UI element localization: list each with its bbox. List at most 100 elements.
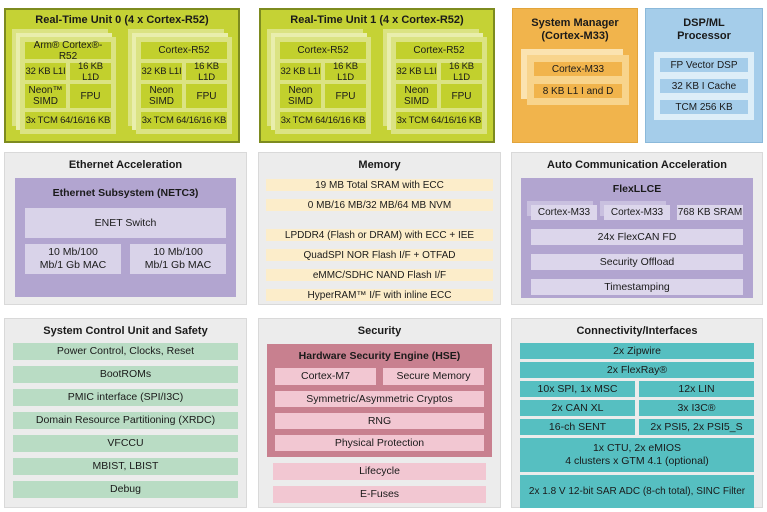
rng-block: RNG xyxy=(275,413,484,429)
section-system-control-unit-and-safety: System Control Unit and Safety Power Con… xyxy=(4,318,247,508)
can-xl-block: 2x CAN XL xyxy=(520,400,635,416)
cpu-cluster: Cortex-R52 32 KB L1I 16 KB L1D Neon SIMD… xyxy=(267,29,371,134)
tcm-block: 3x TCM 64/16/16 KB xyxy=(280,112,366,129)
dsp-panel: FP Vector DSP 32 KB I Cache TCM 256 KB xyxy=(654,52,754,120)
scu-row: Power Control, Clocks, Reset xyxy=(13,343,238,360)
subsystem-title: Ethernet Subsystem (NETC3) xyxy=(52,187,199,199)
ctu-line2: 4 clusters x GTM 4.1 (optional) xyxy=(565,455,709,467)
sent-block: 16-ch SENT xyxy=(520,419,635,435)
cpu-cluster-panel: Cortex-R52 32 KB L1I 16 KB L1D Neon SIMD… xyxy=(136,37,232,134)
fpu-block: FPU xyxy=(70,84,111,108)
neon-simd-block: Neon™ SIMD xyxy=(25,84,66,108)
zipwire-block: 2x Zipwire xyxy=(520,343,754,359)
flexllce-block: FlexLLCE Cortex-M33 Cortex-M33 768 KB SR… xyxy=(521,178,753,298)
security-offload-block: Security Offload xyxy=(531,254,743,270)
scu-row: VFCCU xyxy=(13,435,238,452)
section-auto-communication-acceleration: Auto Communication Acceleration FlexLLCE… xyxy=(511,152,763,305)
fp-vector-dsp-block: FP Vector DSP xyxy=(660,58,748,72)
section-title: System Manager (Cortex-M33) xyxy=(513,17,637,43)
scu-row: Domain Resource Partitioning (XRDC) xyxy=(13,412,238,429)
scu-row: BootROMs xyxy=(13,366,238,383)
cpu-cluster-panel: Cortex-R52 32 KB L1I 16 KB L1D Neon SIMD… xyxy=(391,37,487,134)
connectivity-pair-row: 10x SPI, 1x MSC 12x LIN xyxy=(520,381,754,397)
enet-switch-block: ENET Switch xyxy=(25,208,226,238)
core-name-block: Cortex-M33 xyxy=(534,62,622,76)
section-title-line1: DSP/ML xyxy=(683,17,725,29)
hse-title: Hardware Security Engine (HSE) xyxy=(298,350,461,362)
m33-stack: Cortex-M33 xyxy=(527,201,597,220)
section-real-time-unit-1: Real-Time Unit 1 (4 x Cortex-R52) Cortex… xyxy=(259,8,495,143)
l1-cache-block: 8 KB L1 I and D xyxy=(534,84,622,98)
icache-block: 32 KB I Cache xyxy=(660,79,748,93)
mac-row: 10 Mb/100 Mb/1 Gb MAC 10 Mb/100 Mb/1 Gb … xyxy=(25,244,226,274)
scu-row: PMIC interface (SPI/I3C) xyxy=(13,389,238,406)
section-title: Ethernet Acceleration xyxy=(68,159,183,171)
core-name-block: Cortex-M7 xyxy=(275,368,376,385)
connectivity-pair-row: 16-ch SENT 2x PSI5, 2x PSI5_S xyxy=(520,419,754,435)
section-title-line2: Processor xyxy=(677,30,731,42)
tcm-block: 3x TCM 64/16/16 KB xyxy=(396,112,482,129)
l1d-cache-block: 16 KB L1D xyxy=(70,61,111,83)
core-name-block: Cortex-R52 xyxy=(396,42,482,59)
core-clusters: Arm® Cortex®-R52 32 KB L1I 16 KB L1D Neo… xyxy=(6,26,238,134)
ctu-emios-gtm-block: 1x CTU, 2x eMIOS 4 clusters x GTM 4.1 (o… xyxy=(520,438,754,472)
core-clusters: Cortex-R52 32 KB L1I 16 KB L1D Neon SIMD… xyxy=(261,26,493,134)
core-name-block: Cortex-R52 xyxy=(280,42,366,59)
memory-row: QuadSPI NOR Flash I/F + OTFAD xyxy=(266,249,493,261)
l1i-cache-block: 32 KB L1I xyxy=(280,63,321,80)
ctu-line1: 1x CTU, 2x eMIOS xyxy=(592,442,682,454)
tcm-block: TCM 256 KB xyxy=(660,100,748,114)
section-real-time-unit-0: Real-Time Unit 0 (4 x Cortex-R52) Arm® C… xyxy=(4,8,240,143)
scu-row: Debug xyxy=(13,481,238,498)
section-connectivity-interfaces: Connectivity/Interfaces 2x Zipwire 2x Fl… xyxy=(511,318,763,508)
l1i-cache-block: 32 KB L1I xyxy=(25,63,66,80)
section-title-line2: (Cortex-M33) xyxy=(541,30,609,42)
memory-row: HyperRAM™ I/F with inline ECC xyxy=(266,289,493,301)
memory-row: LPDDR4 (Flash or DRAM) with ECC + IEE xyxy=(266,229,493,241)
cpu-cluster: Arm® Cortex®-R52 32 KB L1I 16 KB L1D Neo… xyxy=(12,29,116,134)
fpu-block: FPU xyxy=(325,84,366,108)
fpu-block: FPU xyxy=(186,84,227,108)
secure-memory-block: Secure Memory xyxy=(383,368,484,385)
cryptos-block: Symmetric/Asymmetric Cryptos xyxy=(275,391,484,407)
cpu-cluster: Cortex-R52 32 KB L1I 16 KB L1D Neon SIMD… xyxy=(128,29,232,134)
cpu-cluster-panel: Arm® Cortex®-R52 32 KB L1I 16 KB L1D Neo… xyxy=(20,37,116,134)
ethernet-subsystem-block: Ethernet Subsystem (NETC3) ENET Switch 1… xyxy=(15,178,236,297)
core-name-block: Cortex-R52 xyxy=(141,42,227,59)
tcm-block: 3x TCM 64/16/16 KB xyxy=(25,112,111,129)
section-title: System Control Unit and Safety xyxy=(43,325,208,337)
hse-core-row: Cortex-M7 Secure Memory xyxy=(275,368,484,385)
connectivity-pair-row: 2x CAN XL 3x I3C® xyxy=(520,400,754,416)
tcm-block: 3x TCM 64/16/16 KB xyxy=(141,112,227,129)
memory-row: 19 MB Total SRAM with ECC xyxy=(266,179,493,191)
flexray-block: 2x FlexRay® xyxy=(520,362,754,378)
neon-simd-block: Neon SIMD xyxy=(141,84,182,108)
hardware-security-engine-block: Hardware Security Engine (HSE) Cortex-M7… xyxy=(267,344,492,457)
l1i-cache-block: 32 KB L1I xyxy=(141,63,182,80)
m33-cluster: Cortex-M33 8 KB L1 I and D xyxy=(521,49,629,105)
i3c-block: 3x I3C® xyxy=(639,400,754,416)
core-name-block: Arm® Cortex®-R52 xyxy=(25,40,111,62)
l1d-cache-block: 16 KB L1D xyxy=(441,61,482,83)
section-title: Connectivity/Interfaces xyxy=(576,325,698,337)
section-title: Real-Time Unit 0 (4 x Cortex-R52) xyxy=(35,14,209,26)
section-title: DSP/ML Processor xyxy=(646,17,762,43)
section-memory: Memory 19 MB Total SRAM with ECC 0 MB/16… xyxy=(258,152,501,305)
section-title: Auto Communication Acceleration xyxy=(547,159,727,171)
memory-row: 0 MB/16 MB/32 MB/64 MB NVM xyxy=(266,199,493,211)
psi5-block: 2x PSI5, 2x PSI5_S xyxy=(639,419,754,435)
cpu-cluster: Cortex-R52 32 KB L1I 16 KB L1D Neon SIMD… xyxy=(383,29,487,134)
section-security: Security Hardware Security Engine (HSE) … xyxy=(258,318,501,508)
lin-block: 12x LIN xyxy=(639,381,754,397)
core-name-block: Cortex-M33 xyxy=(531,205,597,220)
scu-row: MBIST, LBIST xyxy=(13,458,238,475)
timestamping-block: Timestamping xyxy=(531,279,743,295)
neon-simd-block: Neon SIMD xyxy=(280,84,321,108)
l1d-cache-block: 16 KB L1D xyxy=(186,61,227,83)
core-name-block: Cortex-M33 xyxy=(604,205,670,220)
l1d-cache-block: 16 KB L1D xyxy=(325,61,366,83)
l1i-cache-block: 32 KB L1I xyxy=(396,63,437,80)
cpu-cluster-panel: Cortex-R52 32 KB L1I 16 KB L1D Neon SIMD… xyxy=(275,37,371,134)
connectivity-rows: 2x Zipwire 2x FlexRay® 10x SPI, 1x MSC 1… xyxy=(520,343,754,508)
fpu-block: FPU xyxy=(441,84,482,108)
